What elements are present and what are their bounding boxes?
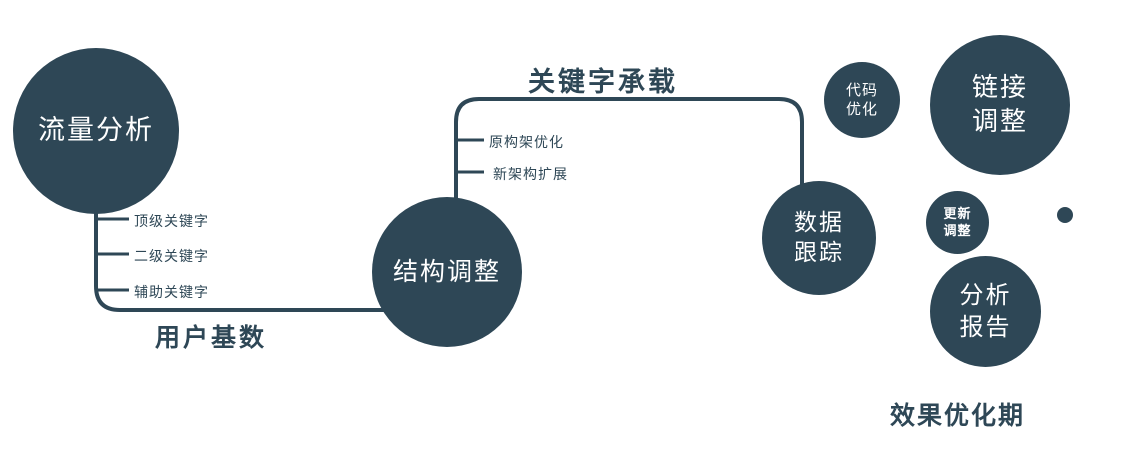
branch-label-new-architecture: 新架构扩展 — [493, 166, 568, 182]
node-traffic-analysis: 流量分析 — [13, 48, 179, 214]
node-traffic-analysis-label: 流量分析 — [38, 115, 154, 146]
node-link-adjustment-label-line2: 调整 — [971, 106, 1028, 136]
branch-label-secondary-keyword: 二级关键字 — [134, 248, 209, 264]
node-update-adjustment-label-line1: 更新 — [943, 205, 972, 221]
node-update-adjustment-label-line2: 调整 — [943, 222, 972, 238]
node-analysis-report: 分析 报告 — [930, 256, 1041, 367]
edge-label-keyword-carry: 关键字承载 — [528, 67, 678, 97]
node-code-optimization: 代码 优化 — [824, 62, 900, 138]
caption-effect-optimization: 效果优化期 — [890, 402, 1026, 430]
node-structure-adjustment-label: 结构调整 — [392, 257, 501, 286]
node-structure-adjustment: 结构调整 — [372, 197, 522, 347]
dot-marker — [1057, 207, 1073, 223]
node-link-adjustment-label-line1: 链接 — [971, 72, 1028, 103]
node-link-adjustment: 链接 调整 — [930, 35, 1070, 175]
node-data-tracking-label-line1: 数据 — [794, 209, 844, 236]
node-data-tracking-label-line2: 跟踪 — [794, 239, 844, 265]
node-analysis-report-label-line1: 分析 — [959, 282, 1012, 310]
branch-label-top-keyword: 顶级关键字 — [134, 213, 209, 229]
node-update-adjustment: 更新 调整 — [926, 191, 989, 254]
branch-label-auxiliary-keyword: 辅助关键字 — [134, 284, 209, 300]
node-code-optimization-label-line1: 代码 — [845, 81, 878, 99]
edge-traffic-to-structure — [94, 168, 412, 312]
edge-label-user-base: 用户基数 — [155, 324, 268, 352]
node-code-optimization-label-line2: 优化 — [845, 101, 878, 118]
node-data-tracking: 数据 跟踪 — [762, 181, 876, 295]
node-analysis-report-label-line2: 报告 — [959, 313, 1012, 341]
edge-structure-to-tracking — [454, 97, 804, 232]
branch-label-original-architecture: 原构架优化 — [489, 134, 564, 150]
